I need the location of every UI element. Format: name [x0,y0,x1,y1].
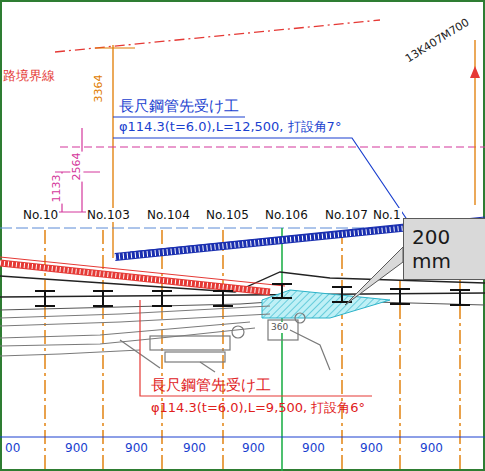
station-label: No.106 [264,208,309,222]
dimension-value: 900 [419,441,444,455]
dimension-value: 1133 [50,174,63,204]
station-label: No.104 [146,208,191,222]
dimension-value: 00 [4,441,21,455]
station-label: No.1 [372,208,402,222]
dimension-value: 900 [124,441,149,455]
dimension-value: 360 [270,322,289,333]
station-label: No.107 [324,208,369,222]
pipe-hatch [115,226,420,257]
leader-line [113,138,410,224]
leader-line [140,300,372,396]
reference-line [60,146,485,147]
center-line [281,228,283,471]
dimension-value: 900 [301,441,326,455]
callout-spec: φ114.3(t=6.0),L=9,500, 打設角6° [150,400,366,416]
arrow-head [470,66,480,78]
station-label: No.105 [205,208,250,222]
boundary-line [55,20,380,52]
station-verticals [45,230,460,471]
boundary-label: 路境界線 [2,68,56,84]
callout-spec: φ114.3(t=6.0),L=12,500, 打設角7° [118,119,342,135]
support-line [0,293,485,297]
dim-tick [95,47,135,48]
station-label: No.10 [22,208,59,222]
dimension-line [0,437,485,438]
pipe-lower [0,263,270,292]
dimension-line [112,45,113,258]
dimension-value: 900 [359,441,384,455]
dimension-value: 900 [64,441,89,455]
steel-supports [35,284,470,306]
pipe-hatch [0,263,270,292]
callout-box: 200 mm [403,218,485,280]
tunnel-line [0,300,485,310]
station-label: No.103 [86,208,131,222]
dimension-value: 900 [241,441,266,455]
pipe-upper [115,226,420,257]
callout-title: 長尺鋼管先受け工 [150,376,272,394]
callout-pointer [345,247,403,305]
dimension-value: 3364 [92,74,105,104]
station-code: 13K407M700 [402,15,472,66]
callout-title: 長尺鋼管先受け工 [118,97,240,115]
reference-line [474,40,475,205]
pipe-line [0,257,285,286]
dimension-value: 2564 [70,152,83,182]
leader-line [113,116,245,117]
drill-jumbo [0,306,330,372]
dimension-value: 900 [182,441,207,455]
callout-text: 200 mm [412,225,466,273]
